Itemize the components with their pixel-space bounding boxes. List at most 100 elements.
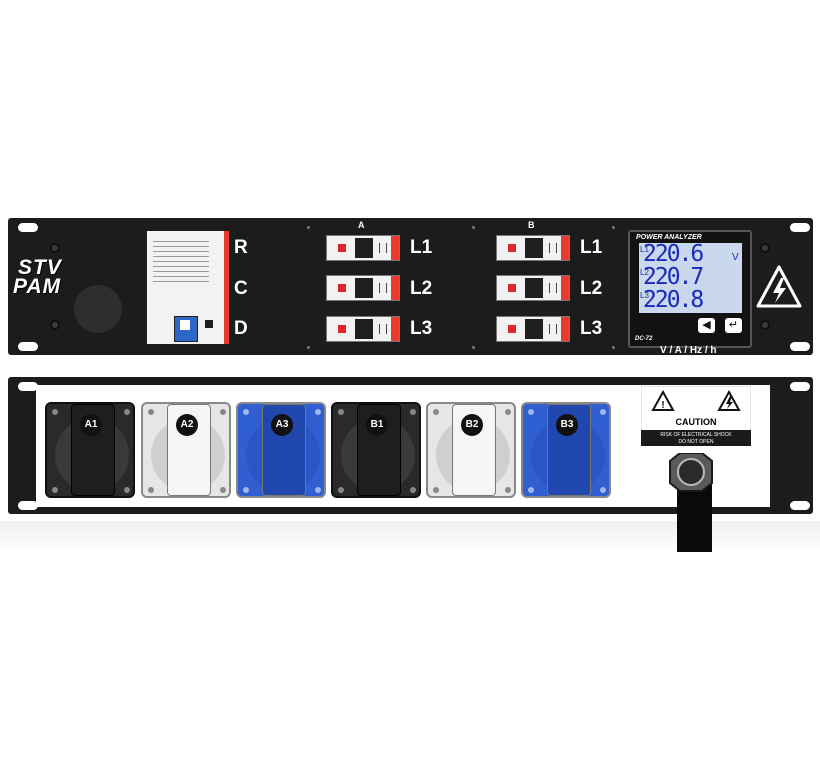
panel-rivet [307,226,310,229]
socket-b3[interactable]: B3 [521,402,611,498]
panel-screw [760,320,770,330]
rack-mount-slot [790,342,810,351]
meter-caption: V / A / Hz / h [660,345,717,356]
caution-line-1: RISK OF ELECTRICAL SHOCK [660,432,732,438]
socket-screw [124,409,130,415]
high-voltage-warning-icon [756,265,802,308]
rcd-label-c: C [234,278,248,299]
socket-screw [148,409,154,415]
socket-label: B3 [556,414,578,436]
rack-mount-slot [18,501,38,510]
breaker-label-b-l1: L1 [580,237,603,258]
socket-label: B1 [366,414,388,436]
socket-screw [52,487,58,493]
breaker-a-l2[interactable] [326,275,400,301]
socket-screw [410,409,416,415]
breaker-b-l2[interactable] [496,275,570,301]
breaker-a-l1[interactable] [326,235,400,261]
breaker-label-a-l1: L1 [410,237,433,258]
socket-a3[interactable]: A3 [236,402,326,498]
socket-screw [52,409,58,415]
socket-screw [528,409,534,415]
socket-label: A2 [176,414,198,436]
rack-mount-slot [790,382,810,391]
panel-rivet [612,226,615,229]
brand-logo-line1: STV [18,256,62,279]
socket-screw [600,409,606,415]
breaker-b-l3[interactable] [496,316,570,342]
socket-screw [433,487,439,493]
cable-gland [669,453,713,492]
meter-model: DC-72 [635,336,653,342]
svg-text:!: ! [661,400,664,411]
meter-reading-l1: 220.6 [643,241,704,267]
power-analyzer: POWER ANALYZER L1 220.6 V L2 220.7 L3 22… [628,230,752,348]
socket-b2[interactable]: B2 [426,402,516,498]
breaker-b-l1[interactable] [496,235,570,261]
left-arrow-icon: ◀ [702,319,711,331]
meter-left-button[interactable]: ◀ [698,318,715,333]
panel-rivet [472,346,475,349]
cable-knob[interactable] [74,285,122,333]
rcd-test-button[interactable] [205,320,213,328]
meter-reading-l2: 220.7 [643,264,704,290]
caution-label: ! [641,386,751,446]
breaker-label-a-l3: L3 [410,318,433,339]
socket-screw [148,487,154,493]
column-label-a: A [358,220,365,230]
panel-rivet [307,346,310,349]
panel-screw [50,320,60,330]
socket-screw [243,409,249,415]
meter-display: L1 220.6 V L2 220.7 L3 220.8 [639,241,742,313]
socket-screw [600,487,606,493]
socket-screw [243,487,249,493]
socket-screw [433,409,439,415]
socket-screw [505,409,511,415]
breaker-label-b-l3: L3 [580,318,603,339]
rack-mount-slot [18,382,38,391]
meter-phase-label: L2 [640,268,649,277]
panel-rivet [612,346,615,349]
rcd-label-d: D [234,318,248,339]
socket-screw [528,487,534,493]
meter-reading-l3: 220.8 [643,287,704,313]
rack-mount-slot [790,501,810,510]
meter-phase-label: L3 [640,291,649,300]
socket-screw [410,487,416,493]
socket-screw [220,409,226,415]
breaker-a-l3[interactable] [326,316,400,342]
socket-screw [338,409,344,415]
socket-label: A1 [80,414,102,436]
socket-b1[interactable]: B1 [331,402,421,498]
rack-mount-slot [18,342,38,351]
rack-mount-slot [790,223,810,232]
brand-logo-line2: PAM [13,275,62,298]
meter-title: POWER ANALYZER [636,234,702,241]
socket-screw [315,487,321,493]
socket-screw [338,487,344,493]
socket-screw [315,409,321,415]
panel-rivet [472,226,475,229]
meter-enter-button[interactable]: ↵ [725,318,742,333]
rcd-label-print [153,237,209,309]
socket-label: B2 [461,414,483,436]
caution-title: CAUTION [663,417,729,427]
socket-a1[interactable]: A1 [45,402,135,498]
socket-screw [505,487,511,493]
socket-screw [220,487,226,493]
meter-phase-label: L1 [640,245,649,254]
column-label-b: B [528,220,535,230]
meter-unit: V [732,252,739,263]
panel-screw [760,243,770,253]
rcd-label-r: R [234,237,248,258]
rcd-breaker [147,231,229,344]
caution-line-2: DO NOT OPEN [678,439,714,445]
breaker-label-a-l2: L2 [410,278,433,299]
rack-mount-slot [18,223,38,232]
panel-screw [50,243,60,253]
socket-a2[interactable]: A2 [141,402,231,498]
socket-label: A3 [271,414,293,436]
breaker-label-b-l2: L2 [580,278,603,299]
enter-icon: ↵ [728,319,739,331]
socket-screw [124,487,130,493]
